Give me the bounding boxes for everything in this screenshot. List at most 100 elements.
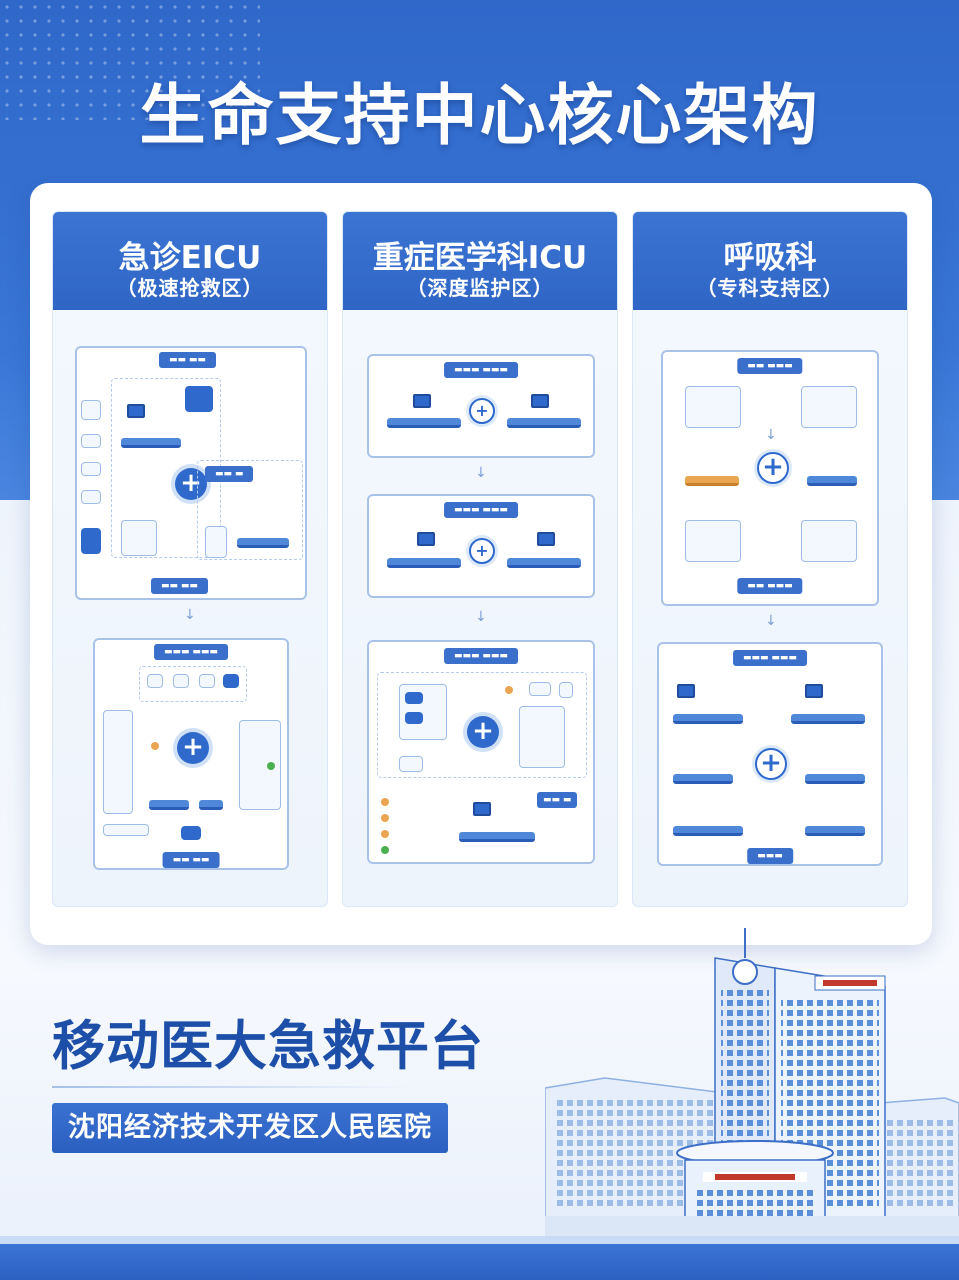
flow-arrow-icon: ↓ [475, 609, 487, 625]
diagram-label: ▬▬▬ ▬▬▬ [444, 502, 518, 518]
status-dot [151, 742, 159, 750]
diagram-label: ▬▬ ▬ [537, 792, 578, 808]
diagram-label: ▬▬ ▬▬ [151, 578, 208, 594]
hospital-bed-icon [685, 476, 739, 486]
plus-cross-icon: + [175, 468, 207, 500]
flow-arrow-icon: ↓ [765, 613, 777, 629]
diagram-label: ▬▬ ▬▬ [159, 352, 216, 368]
hospital-bed-icon [199, 800, 223, 810]
column-respiratory: 呼吸科 （专科支持区） ▬▬ ▬▬▬ ↓ + ▬▬ ▬▬▬ ↓ ▬▬▬ ▬▬▬ … [632, 211, 908, 907]
device-icon [529, 682, 551, 696]
dot-pattern-decoration [0, 0, 260, 120]
diagram-label: ▬▬ ▬▬▬ [737, 578, 803, 594]
hospital-bed-icon [673, 826, 743, 836]
column-title: 重症医学科ICU [372, 240, 588, 276]
patient-monitor-icon [805, 684, 823, 698]
hospital-bed-icon [673, 714, 743, 724]
hospital-bed-icon [805, 774, 865, 784]
column-title: 急诊EICU [118, 240, 262, 276]
device-icon [405, 712, 423, 724]
hospital-bed-icon [121, 438, 181, 448]
zone-icon [81, 528, 101, 554]
diagram-label: ▬▬ ▬ [205, 466, 254, 482]
room-box [685, 520, 741, 562]
column-subtitle: （深度监护区） [406, 276, 554, 300]
diagram-respiratory-layout: ▬▬ ▬▬▬ ↓ + ▬▬ ▬▬▬ [661, 350, 879, 606]
platform-title: 移动医大急救平台 [52, 1016, 484, 1077]
patient-monitor-icon [127, 404, 145, 418]
device-icon [405, 692, 423, 704]
diagram-eicu-layout: ▬▬ ▬▬ + ▬▬ ▬ ▬▬ ▬▬ [75, 346, 307, 600]
architecture-card: 急诊EICU （极速抢救区） ▬▬ ▬▬ + ▬▬ ▬ ▬▬ ▬▬ ↓ ▬▬▬ [30, 183, 932, 945]
column-subtitle: （专科支持区） [696, 276, 844, 300]
side-panel [103, 710, 133, 814]
diagram-icu-ward-a: ▬▬▬ ▬▬▬ + [367, 354, 595, 458]
diagram-eicu-resus: ▬▬▬ ▬▬▬ + ▬▬ ▬▬ [93, 638, 289, 870]
diagram-icu-central: ▬▬▬ ▬▬▬ + ▬▬ ▬ [367, 640, 595, 864]
diagram-respiratory-ward: ▬▬▬ ▬▬▬ + ▬▬▬ [657, 642, 883, 866]
room-box [801, 386, 857, 428]
hospital-bed-icon [673, 774, 733, 784]
diagram-label: ▬▬▬ ▬▬▬ [733, 650, 807, 666]
hospital-bed-icon [507, 558, 581, 568]
plus-cross-icon: + [177, 732, 209, 764]
device-icon [147, 674, 163, 688]
column-header: 重症医学科ICU （深度监护区） [343, 212, 617, 310]
flow-arrow-icon: ↓ [184, 607, 196, 623]
flow-arrow-icon: ↓ [475, 465, 487, 481]
flow-arrow-icon: ↓ [765, 427, 777, 443]
device-icon [223, 674, 239, 688]
device-icon [559, 682, 573, 698]
plus-cross-icon: + [469, 538, 495, 564]
patient-monitor-icon [473, 802, 491, 816]
column-header: 呼吸科 （专科支持区） [633, 212, 907, 310]
hospital-bed-icon [387, 558, 461, 568]
hospital-bed-icon [805, 826, 865, 836]
zone-outline [197, 460, 303, 560]
column-icu: 重症医学科ICU （深度监护区） ▬▬▬ ▬▬▬ + ↓ ▬▬▬ ▬▬▬ + ↓… [342, 211, 618, 907]
hospital-building-icon [544, 928, 959, 1238]
room-box [519, 706, 565, 768]
legend-dot [381, 814, 389, 822]
legend-dot [381, 798, 389, 806]
hospital-name-badge: 沈阳经济技术开发区人民医院 [52, 1103, 448, 1153]
zone-icon [81, 462, 101, 476]
column-subtitle: （极速抢救区） [116, 276, 264, 300]
hospital-bed-icon [507, 418, 581, 428]
shield-icon [185, 386, 213, 412]
legend-dot [381, 830, 389, 838]
page-title: 生命支持中心核心架构 [139, 77, 820, 154]
column-title: 呼吸科 [723, 240, 817, 276]
zone-icon [81, 400, 101, 420]
patient-monitor-icon [413, 394, 431, 408]
plus-cross-icon: + [757, 452, 789, 484]
plus-cross-icon: + [469, 398, 495, 424]
column-header: 急诊EICU （极速抢救区） [53, 212, 327, 310]
status-dot [505, 686, 513, 694]
hospital-bed-icon [807, 476, 857, 486]
plus-cross-icon: + [755, 748, 787, 780]
diagram-label: ▬▬▬ ▬▬▬ [154, 644, 228, 660]
patient-monitor-icon [677, 684, 695, 698]
room-box [121, 520, 157, 556]
device-icon [181, 826, 201, 840]
hospital-bed-icon [387, 418, 461, 428]
diagram-label: ▬▬▬ [747, 848, 793, 864]
hospital-bed-icon [459, 832, 535, 842]
device-icon [399, 756, 423, 772]
zone-outline [139, 666, 247, 702]
room-box [685, 386, 741, 428]
legend-dot [381, 846, 389, 854]
device-icon [173, 674, 189, 688]
plus-cross-icon: + [467, 716, 499, 748]
hospital-bed-icon [149, 800, 189, 810]
hospital-bed-icon [791, 714, 865, 724]
diagram-label: ▬▬▬ ▬▬▬ [444, 648, 518, 664]
patient-monitor-icon [537, 532, 555, 546]
status-dot [267, 762, 275, 770]
column-eicu: 急诊EICU （极速抢救区） ▬▬ ▬▬ + ▬▬ ▬ ▬▬ ▬▬ ↓ ▬▬▬ [52, 211, 328, 907]
diagram-label: ▬▬▬ ▬▬▬ [444, 362, 518, 378]
zone-icon [81, 434, 101, 448]
divider [52, 1086, 412, 1088]
zone-icon [81, 490, 101, 504]
